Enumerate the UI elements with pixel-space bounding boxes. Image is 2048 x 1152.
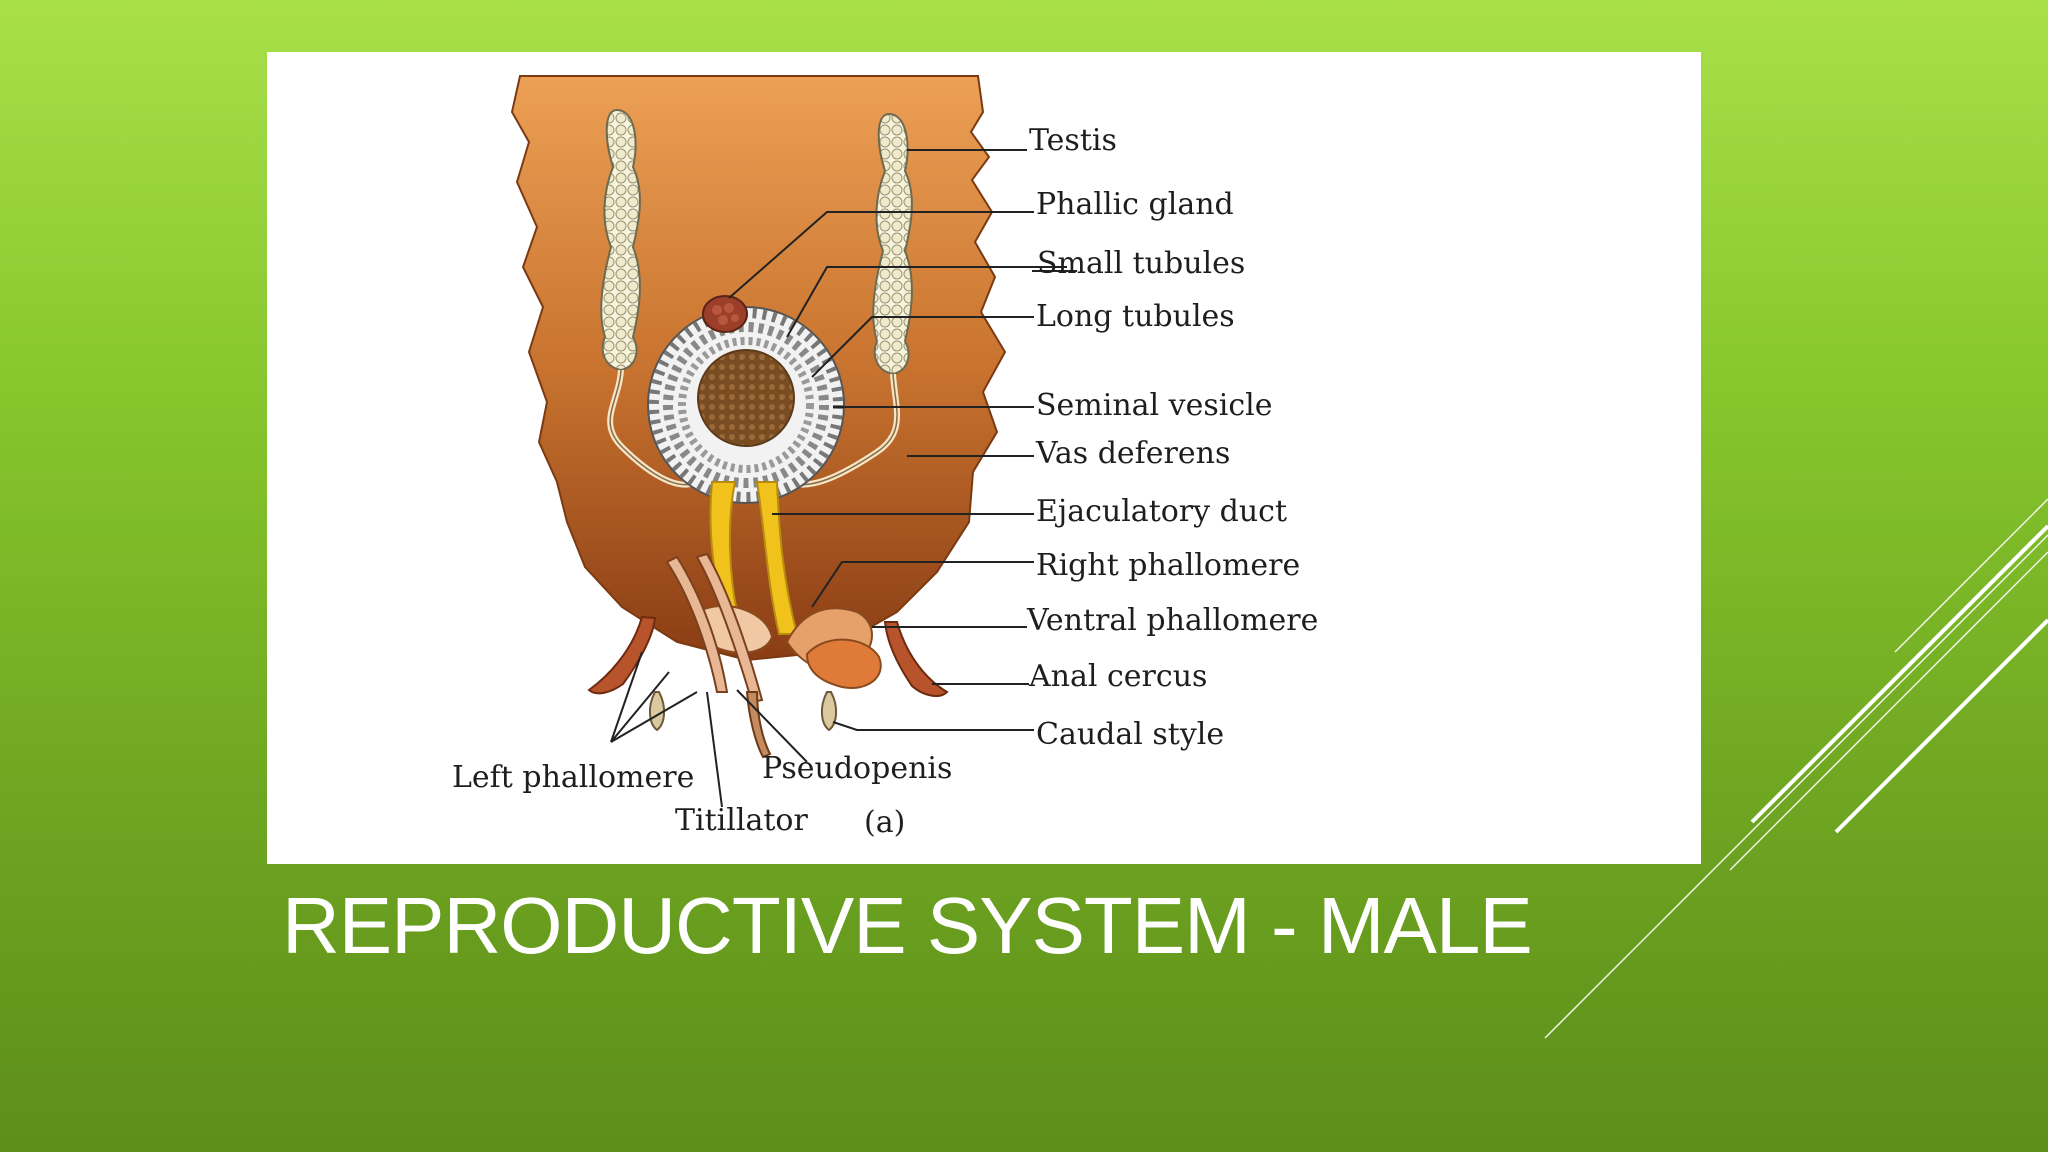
leader-lines bbox=[610, 149, 1077, 808]
label-left-phallomere: Left phallomere bbox=[452, 760, 694, 795]
slide-title: REPRODUCTIVE SYSTEM - MALE bbox=[282, 881, 1533, 970]
label-anal-cercus: Anal cercus bbox=[1028, 659, 1207, 694]
label-ventral-phallomere: Ventral phallomere bbox=[1026, 603, 1318, 638]
phallic-gland bbox=[702, 295, 748, 333]
label-panel-letter: (a) bbox=[864, 805, 905, 840]
genital-structures bbox=[587, 552, 949, 759]
label-small-tubules: Small tubules bbox=[1037, 246, 1245, 281]
seminal-vesicle bbox=[647, 306, 845, 504]
diagram-panel: Testis Phallic gland Small tubules Long … bbox=[267, 52, 1701, 864]
label-ejaculatory-duct: Ejaculatory duct bbox=[1036, 494, 1287, 529]
label-phallic-gland: Phallic gland bbox=[1036, 187, 1234, 222]
cockroach-male-reproductive-diagram: Testis Phallic gland Small tubules Long … bbox=[452, 75, 1318, 840]
label-testis: Testis bbox=[1029, 123, 1117, 158]
label-titillator: Titillator bbox=[675, 803, 808, 838]
label-seminal-vesicle: Seminal vesicle bbox=[1036, 388, 1273, 423]
label-pseudopenis: Pseudopenis bbox=[762, 751, 952, 786]
label-long-tubules: Long tubules bbox=[1036, 299, 1235, 334]
label-caudal-style: Caudal style bbox=[1036, 717, 1224, 752]
label-vas-deferens: Vas deferens bbox=[1035, 436, 1230, 471]
label-right-phallomere: Right phallomere bbox=[1036, 548, 1300, 583]
